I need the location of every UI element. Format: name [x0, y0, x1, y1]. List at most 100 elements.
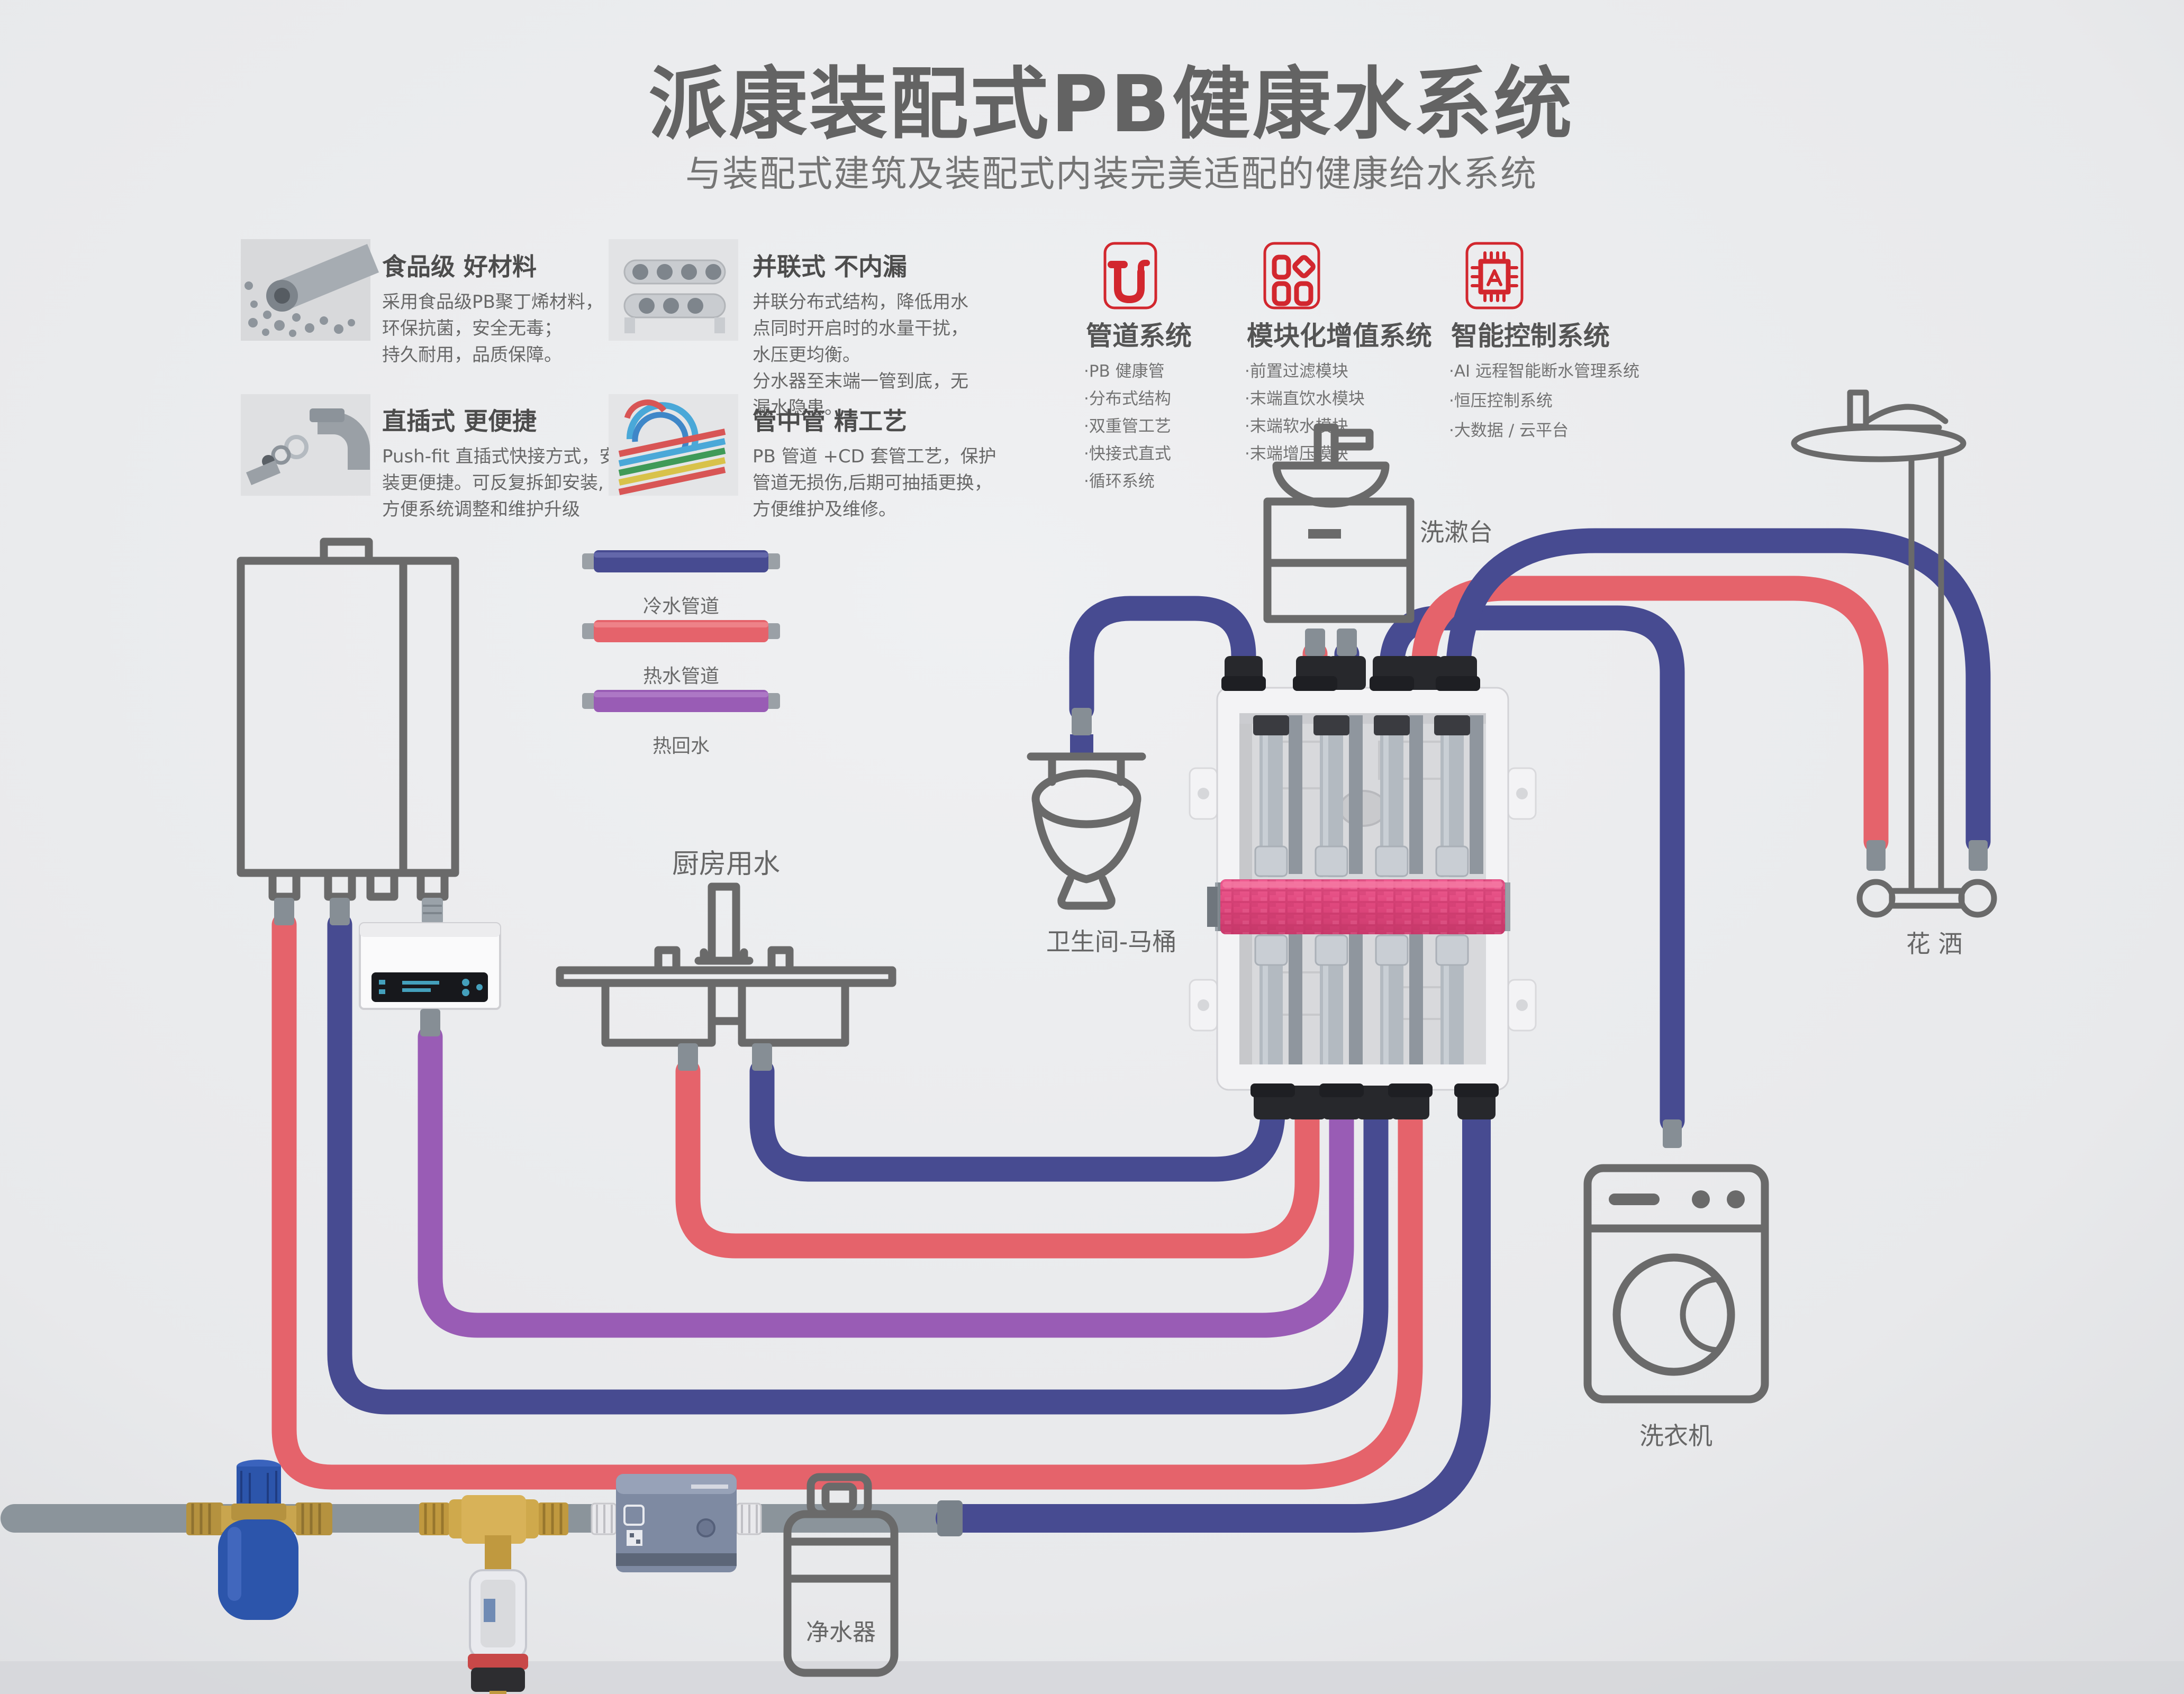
- filter-head: [461, 1495, 526, 1544]
- legend-hot-pipe: [582, 620, 780, 642]
- shower-head: [1791, 424, 1966, 462]
- heater-top-notch: [320, 538, 373, 565]
- filter-red-ring: [468, 1654, 528, 1670]
- system-item: ·末端直饮水模块: [1245, 389, 1365, 408]
- smart-chip-icon: [1465, 242, 1524, 309]
- washbasin-spout: [1330, 429, 1374, 451]
- toilet-base: [1057, 875, 1116, 910]
- water-meter: [186, 1460, 332, 1620]
- valve-badge: [623, 1505, 645, 1526]
- feature-line: 分水器至末端一管到底，无: [753, 371, 968, 392]
- legend-hot-label: 热水管道: [643, 666, 719, 687]
- modules-icon: [1263, 242, 1320, 309]
- manifold-front-pipes: [1253, 715, 1470, 1064]
- system-item: ·前置过滤模块: [1245, 362, 1348, 381]
- feature-line: Push-fit 直插式快接方式，安: [382, 446, 618, 467]
- kitchen-sink-icon: 厨房用水: [556, 849, 896, 1071]
- hot-return-pipe: [418, 1024, 1354, 1338]
- feature-heading: 管中管 精工艺: [753, 407, 907, 435]
- washer-drum: [1612, 1253, 1735, 1376]
- main-cold-pipe: [936, 1083, 1491, 1533]
- manifold-pink-bar: [1207, 879, 1510, 934]
- washer-panel-slot: [1609, 1194, 1660, 1205]
- shower-hot-connector: [1866, 840, 1886, 871]
- feature-pipe-in-pipe: 管中管 精工艺 PB 管道 +CD 套管工艺，保护 管道无损伤,后期可抽插更换，…: [609, 394, 996, 520]
- washer-label: 洗衣机: [1639, 1422, 1712, 1450]
- page-title: 派康装配式PB健康水系统: [648, 59, 1574, 150]
- toilet-rim: [1031, 769, 1141, 828]
- feature-line: 漏水隐患。: [753, 397, 842, 418]
- pipe-route-icon: [1103, 242, 1157, 309]
- pipe-legend: 冷水管道 热水管道 热回水: [582, 550, 780, 757]
- system-item: ·恒压控制系统: [1449, 391, 1553, 411]
- controller-display-digits: [379, 979, 483, 996]
- pb-pellets-pipe-photo: [241, 239, 379, 341]
- kitchen-label: 厨房用水: [672, 849, 780, 880]
- toilet-label: 卫生间-马桶: [1046, 927, 1177, 956]
- washbasin-label: 洗漱台: [1420, 518, 1493, 547]
- valve-body: [616, 1474, 737, 1572]
- washbasin-hot-connector: [1305, 629, 1325, 656]
- manifold-port-fittings: [1221, 656, 1499, 1119]
- page-subtitle: 与装配式建筑及装配式内装完美适配的健康给水系统: [685, 153, 1537, 195]
- feature-line: 方便系统调整和维护升级: [382, 499, 580, 520]
- heater-return-connector: [422, 898, 443, 924]
- washer-cold-pipe: [1379, 605, 1685, 1133]
- toilet-bowl: [1032, 799, 1141, 884]
- controller-bottom-connector: [420, 1009, 440, 1036]
- kitchen-countertop: [556, 966, 896, 987]
- parallel-manifold-photo: [609, 239, 738, 341]
- feature-line: 持久耐用，品质保障。: [382, 344, 562, 366]
- legend-return-pipe: [582, 690, 780, 712]
- feature-food-grade: 食品级 好材料 采用食品级PB聚丁烯材料， 环保抗菌，安全无毒； 持久耐用，品质…: [241, 239, 603, 366]
- manifold-back-pipes: [1289, 715, 1483, 1064]
- washbasin-cold-connector: [1337, 629, 1357, 656]
- system-item: ·双重管工艺: [1084, 417, 1171, 436]
- heater-ports: [268, 869, 449, 901]
- system-item: ·快接式直式: [1084, 444, 1171, 463]
- washing-machine-icon: 洗衣机: [1583, 1119, 1769, 1450]
- purifier-cap-port: [821, 1482, 857, 1511]
- washer-drum-crescent: [1680, 1276, 1721, 1353]
- pipe-coupling: [937, 1500, 963, 1536]
- system-pipeline: 管道系统 ·PB 健康管 ·分布式结构 ·双重管工艺 ·快接式直式 ·循环系统: [1084, 242, 1192, 491]
- toilet-cold-pipe: [1069, 596, 1256, 722]
- pipe-in-pipe-coils-photo: [609, 394, 738, 496]
- shower-icon: 花 洒: [1791, 389, 1997, 958]
- system-item: ·分布式结构: [1084, 389, 1171, 408]
- washer-connector: [1663, 1119, 1682, 1148]
- kitchen-cold-pipe: [749, 1059, 1285, 1182]
- pre-filter: [419, 1495, 568, 1694]
- feature-line: 装更便捷。可反复拆卸安装,: [382, 472, 604, 494]
- legend-return-label: 热回水: [653, 735, 710, 757]
- system-item: ·大数据 / 云平台: [1449, 421, 1569, 440]
- system-item: ·PB 健康管: [1084, 362, 1165, 381]
- purifier-tank: [783, 1510, 899, 1677]
- filter-drain-valve: [471, 1668, 525, 1692]
- feature-line: 水压更均衡。: [753, 344, 860, 366]
- feature-heading: 直插式 更便捷: [382, 407, 537, 435]
- feature-line: PB 管道 +CD 套管工艺，保护: [753, 446, 996, 467]
- feature-line: 点同时开启时的水量干扰，: [753, 318, 968, 339]
- feature-line: 管道无损伤,后期可抽插更换，: [753, 472, 992, 494]
- water-heater-icon: [237, 538, 459, 925]
- feature-line: 环保抗菌，安全无毒；: [382, 318, 562, 339]
- system-item: ·循环系统: [1084, 472, 1155, 491]
- kitchen-hot-pipe: [675, 1059, 1320, 1259]
- purifier-label: 净水器: [806, 1619, 876, 1646]
- purifier-icon: 净水器: [783, 1473, 899, 1677]
- legend-cold-pipe: [582, 550, 780, 572]
- shower-cold-connector: [1969, 840, 1988, 871]
- valve-button: [696, 1518, 715, 1537]
- system-name: 管道系统: [1086, 321, 1192, 351]
- floor-strip: [0, 1661, 2184, 1694]
- system-smart: 智能控制系统 ·AI 远程智能断水管理系统 ·恒压控制系统 ·大数据 / 云平台: [1449, 242, 1639, 440]
- kitchen-faucet-base: [694, 948, 754, 965]
- washbasin-icon: 洗漱台: [1263, 423, 1493, 656]
- system-name: 智能控制系统: [1451, 321, 1610, 351]
- shower-valve-cold: [1958, 879, 1997, 918]
- kitchen-hot-connector: [678, 1043, 698, 1071]
- feature-heading: 并联式 不内漏: [753, 252, 907, 281]
- toilet-icon: 卫生间-马桶: [1027, 708, 1177, 956]
